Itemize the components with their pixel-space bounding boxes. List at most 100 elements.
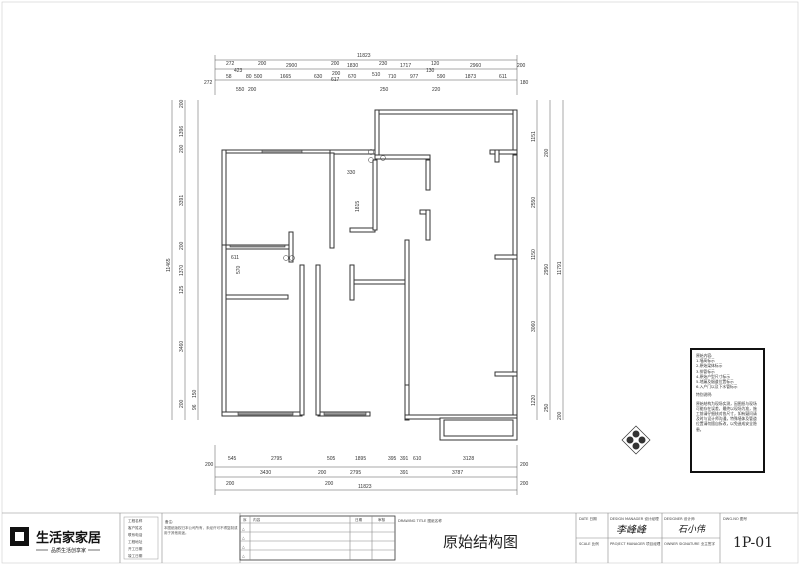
dim-label: 200 — [226, 481, 235, 487]
dim-label: 200 — [544, 148, 550, 157]
legend-title: 原始内容: — [696, 353, 713, 358]
dim-label: 2960 — [470, 63, 481, 69]
dim-label: 200 — [331, 61, 340, 67]
dim-label: 391 — [400, 470, 409, 476]
dim-right-mid: 2950 — [544, 264, 550, 275]
dim-top-total: 11823 — [357, 53, 371, 59]
dim-label: 545 — [228, 456, 237, 462]
dim-right-total: 11791 — [557, 261, 563, 275]
dim-label: 120 — [431, 61, 440, 67]
dim-label: 58 — [226, 74, 232, 80]
logo-slogan: 品质生活创享家 — [51, 547, 86, 554]
dim-label: 11823 — [358, 484, 372, 490]
designer-signature: 石小伟 — [678, 524, 706, 535]
table-header: 序 — [243, 517, 247, 522]
legend-item: 4.原始户型尺寸标示 — [696, 373, 730, 379]
dim-label: 3787 — [452, 470, 463, 476]
dims-top-row3: 423 58 80 500 1665 630 200 617 670 510 7… — [204, 68, 529, 86]
dim-label: 1220 — [531, 395, 537, 406]
floor-plan-walls — [221, 109, 518, 441]
dim-label: 505 — [327, 456, 336, 462]
side-dimension-lines — [171, 100, 564, 420]
dim-label: 1873 — [465, 74, 476, 80]
dim-left-total: 11465 — [166, 258, 172, 272]
dim-label: 200 — [520, 462, 529, 468]
dim-label: 200 — [318, 470, 327, 476]
dim-label: 200 — [179, 99, 185, 108]
dim-label: 2550 — [531, 197, 537, 208]
info-cell: 工程地址 — [128, 539, 143, 544]
dim-label: 3460 — [179, 341, 185, 352]
owner-signature-label: OWNER SIGNATURE 业主签字 — [664, 541, 715, 546]
dim-label: 611 — [499, 74, 507, 80]
dim-label: 630 — [314, 74, 323, 80]
dim-label: 1370 — [179, 265, 185, 276]
dim-label: 1895 — [355, 456, 366, 462]
notes-text-wrap: 本图纸版权归本公司所有，未经许可不得复制或用于其他用途。 — [164, 526, 238, 535]
dim-label: 180 — [520, 80, 529, 86]
compass-icon — [621, 425, 651, 455]
dim-label: 423 — [234, 68, 243, 74]
dim-label: 710 — [388, 74, 397, 80]
dim-label: 670 — [348, 74, 357, 80]
scale-label: SCALE 比例 — [579, 541, 599, 546]
dim-label: 200 — [517, 63, 526, 69]
dim-label: 2900 — [286, 63, 297, 69]
dim-label: 3060 — [531, 321, 537, 332]
dim-label: 96 — [192, 404, 198, 410]
dwg-no: 1P-01 — [733, 535, 773, 551]
date-label: DATE 日期 — [579, 516, 597, 521]
legend-note-title: 特别说明: — [696, 392, 713, 398]
dim-label: 2795 — [271, 456, 282, 462]
dim-label: 391 — [400, 456, 409, 462]
dim-label: 1150 — [531, 249, 537, 260]
dim-label: 200 — [248, 87, 257, 93]
dim-label: 2795 — [350, 470, 361, 476]
info-cell: 开工日期 — [128, 546, 143, 551]
dim-label: 1717 — [400, 63, 411, 69]
project-manager-label: PROJECT MANAGER 项目经理 — [610, 541, 661, 546]
dim-label: 570 — [236, 265, 242, 274]
legend-note: 原始结构为现场实测，因图纸与现场可能存在误差，最终以现场为准，施工前请仔细核对各… — [696, 400, 757, 432]
top-dimension-lines — [214, 55, 518, 95]
dim-label: 500 — [254, 74, 263, 80]
legend-item: 2.原始梁体标示 — [696, 363, 723, 369]
dim-label: 617 — [331, 77, 340, 83]
info-cell: 联系电话 — [128, 532, 143, 537]
notes-text: 本图纸版权归本公司所有，未经许可不得复制或用于其他用途。 — [164, 526, 238, 535]
dim-label: 272 — [204, 80, 213, 86]
dim-label: 200 — [179, 241, 185, 250]
dim-label: 250 — [380, 87, 389, 93]
info-cell: 竣工日期 — [128, 553, 143, 558]
dim-label: 150 — [192, 389, 198, 398]
dim-label: 611 — [231, 255, 239, 261]
info-cell: 工程名称 — [128, 518, 143, 523]
dim-label: 230 — [379, 61, 388, 67]
dim-label: 272 — [226, 61, 235, 67]
company-logo: 生活家家居 品质生活创享家 — [10, 527, 101, 554]
legend-item: 6.入户门以及下水管标示 — [696, 384, 738, 390]
dim-label: 250 — [544, 403, 550, 412]
revision-table-headers: 序 内容 日期 审核 △△△△ — [242, 517, 386, 558]
dim-label: 1396 — [179, 126, 185, 137]
dim-label: 610 — [413, 456, 422, 462]
dim-label: 200 — [205, 462, 214, 468]
dim-label: 220 — [432, 87, 441, 93]
drawing-title: 原始结构图 — [443, 533, 518, 551]
table-header: 审核 — [378, 517, 386, 522]
dim-label: 330 — [347, 170, 356, 176]
dim-label: 80 — [246, 74, 252, 80]
designer-label: DESIGNER 设计师 — [664, 516, 695, 521]
dim-label: 200 — [520, 481, 529, 487]
dim-label: 1151 — [531, 131, 537, 142]
dim-label: 1830 — [347, 63, 358, 69]
info-cell: 客户姓名 — [128, 525, 143, 530]
dim-label: 550 — [236, 87, 245, 93]
legend-item: 1.墙高标示 — [696, 358, 715, 364]
dims-top-row4: 550 200 250 220 — [236, 87, 441, 93]
dim-label: 590 — [437, 74, 446, 80]
dims-inner: 330 1815 611 570 — [231, 170, 361, 274]
